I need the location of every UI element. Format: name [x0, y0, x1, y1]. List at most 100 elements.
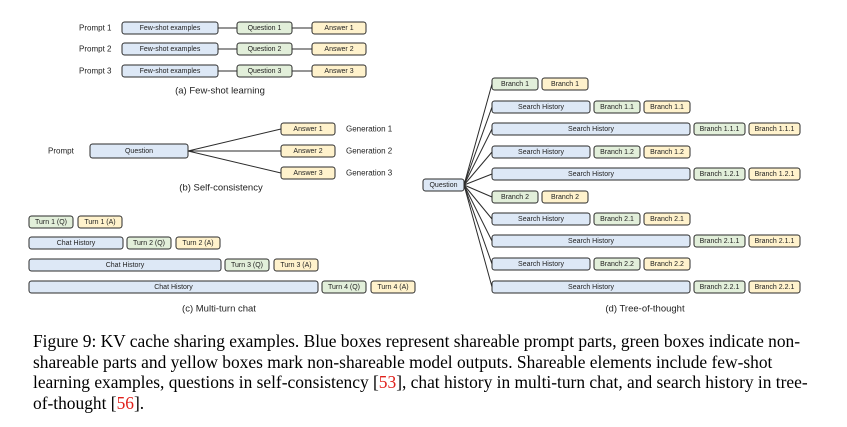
root-question-box-label: Question [429, 182, 457, 189]
branch-question-box: Branch 2.1 [593, 212, 641, 226]
answer-box-shape [311, 64, 367, 78]
tree-connector [463, 83, 493, 186]
branch-question-box-shape [693, 234, 746, 248]
branch-answer-box-shape [748, 234, 801, 248]
search-history-box-shape [491, 212, 591, 226]
chat-history-box: Chat History [28, 280, 319, 294]
chat-history-box: Chat History [28, 258, 222, 272]
branch-question-box-label: Branch 2.1.1 [700, 238, 740, 245]
branch-answer-box-shape [748, 122, 801, 136]
branch-question-box-shape [693, 280, 746, 294]
branch-answer-box-label: Branch 1.2.1 [755, 171, 795, 178]
search-history-box-label: Search History [568, 238, 614, 245]
branch-answer-box-label: Branch 2.1.1 [755, 238, 795, 245]
search-history-box-shape [491, 234, 691, 248]
answer-box-shape [280, 144, 336, 158]
question-box-shape [236, 21, 293, 35]
search-history-box-label: Search History [568, 126, 614, 133]
chat-history-box-label: Chat History [106, 262, 145, 269]
few-shot-examples-box-label: Few-shot examples [140, 46, 201, 53]
subfigure-caption-d: (d) Tree-of-thought [605, 304, 685, 315]
turn-answer-box: Turn 3 (A) [273, 258, 319, 272]
answer-box-label: Answer 2 [293, 148, 322, 155]
prompt-label: Prompt [48, 147, 75, 156]
branch-answer-box-shape [643, 145, 691, 159]
branch-question-box: Branch 1 [491, 77, 539, 91]
chat-history-box: Chat History [28, 236, 124, 250]
branch-question-box: Branch 1.2.1 [693, 167, 746, 181]
turn-answer-box: Turn 2 (A) [175, 236, 221, 250]
branch-connector [187, 128, 282, 152]
search-history-box: Search History [491, 234, 691, 248]
caption-text-prefix: Figure 9: KV cache sharing examples. Blu… [33, 331, 801, 392]
branch-answer-box-label: Branch 2 [551, 194, 579, 201]
subfigure-caption-a: (a) Few-shot learning [175, 86, 265, 97]
answer-box: Answer 3 [280, 166, 336, 180]
prompt-label: Prompt 2 [79, 45, 112, 54]
turn-answer-box: Turn 4 (A) [370, 280, 416, 294]
branch-question-box: Branch 1.1 [593, 100, 641, 114]
branch-question-box: Branch 2.1.1 [693, 234, 746, 248]
turn-question-box-shape [321, 280, 367, 294]
question-box-label: Question 1 [248, 25, 282, 32]
search-history-box-label: Search History [568, 284, 614, 291]
branch-question-box-label: Branch 1.1.1 [700, 126, 740, 133]
answer-box-label: Answer 2 [324, 46, 353, 53]
question-box-label: Question 3 [248, 68, 282, 75]
answer-box-shape [311, 42, 367, 56]
branch-question-box-label: Branch 1.1 [600, 104, 634, 111]
turn-question-box-shape [126, 236, 172, 250]
branch-answer-box: Branch 2 [541, 190, 589, 204]
branch-answer-box: Branch 2.1.1 [748, 234, 801, 248]
turn-answer-box-shape [77, 215, 123, 229]
branch-answer-box: Branch 1.2 [643, 145, 691, 159]
subfigure-caption-b: (b) Self-consistency [179, 183, 263, 194]
search-history-box: Search History [491, 280, 691, 294]
search-history-box-shape [491, 167, 691, 181]
branch-answer-box-shape [541, 190, 589, 204]
question-box: Question 3 [236, 64, 293, 78]
citation-link-56[interactable]: 56 [116, 392, 134, 413]
branch-answer-box-shape [643, 100, 691, 114]
branch-answer-box: Branch 1.1 [643, 100, 691, 114]
subfigure-caption-c: (c) Multi-turn chat [182, 304, 256, 315]
answer-box-shape [311, 21, 367, 35]
search-history-box-label: Search History [518, 149, 564, 156]
branch-question-box: Branch 2.2 [593, 257, 641, 271]
root-question-box-shape [422, 178, 465, 192]
caption-text-suffix: ]. [133, 392, 145, 413]
branch-question-box-shape [693, 122, 746, 136]
branch-question-box-label: Branch 2.2 [600, 261, 634, 268]
answer-box-label: Answer 1 [324, 25, 353, 32]
chat-history-box-label: Chat History [57, 240, 96, 247]
branch-question-box-label: Branch 1.2.1 [700, 171, 740, 178]
branch-answer-box-label: Branch 2.2 [650, 261, 684, 268]
branch-answer-box: Branch 1 [541, 77, 589, 91]
search-history-box-label: Search History [518, 261, 564, 268]
tree-connector [463, 128, 493, 186]
tree-connector [463, 184, 493, 220]
citation-link-53[interactable]: 53 [378, 372, 397, 392]
branch-answer-box-label: Branch 1.2 [650, 149, 684, 156]
answer-box-shape [280, 166, 336, 180]
turn-question-box-label: Turn 4 (Q) [328, 284, 360, 291]
branch-answer-box: Branch 2.2.1 [748, 280, 801, 294]
search-history-box: Search History [491, 145, 591, 159]
chat-history-box-label: Chat History [154, 284, 193, 291]
branch-answer-box-shape [748, 280, 801, 294]
search-history-box-shape [491, 280, 691, 294]
turn-question-box-shape [28, 215, 74, 229]
search-history-box: Search History [491, 167, 691, 181]
turn-question-box-label: Turn 1 (Q) [35, 219, 67, 226]
turn-question-box-shape [224, 258, 270, 272]
tree-connector [463, 106, 493, 186]
question-box-shape [89, 143, 189, 159]
turn-question-box: Turn 3 (Q) [224, 258, 270, 272]
answer-box: Answer 1 [311, 21, 367, 35]
prompt-label: Prompt 3 [79, 67, 112, 76]
turn-answer-box-label: Turn 4 (A) [377, 284, 408, 291]
answer-box-label: Answer 3 [324, 68, 353, 75]
